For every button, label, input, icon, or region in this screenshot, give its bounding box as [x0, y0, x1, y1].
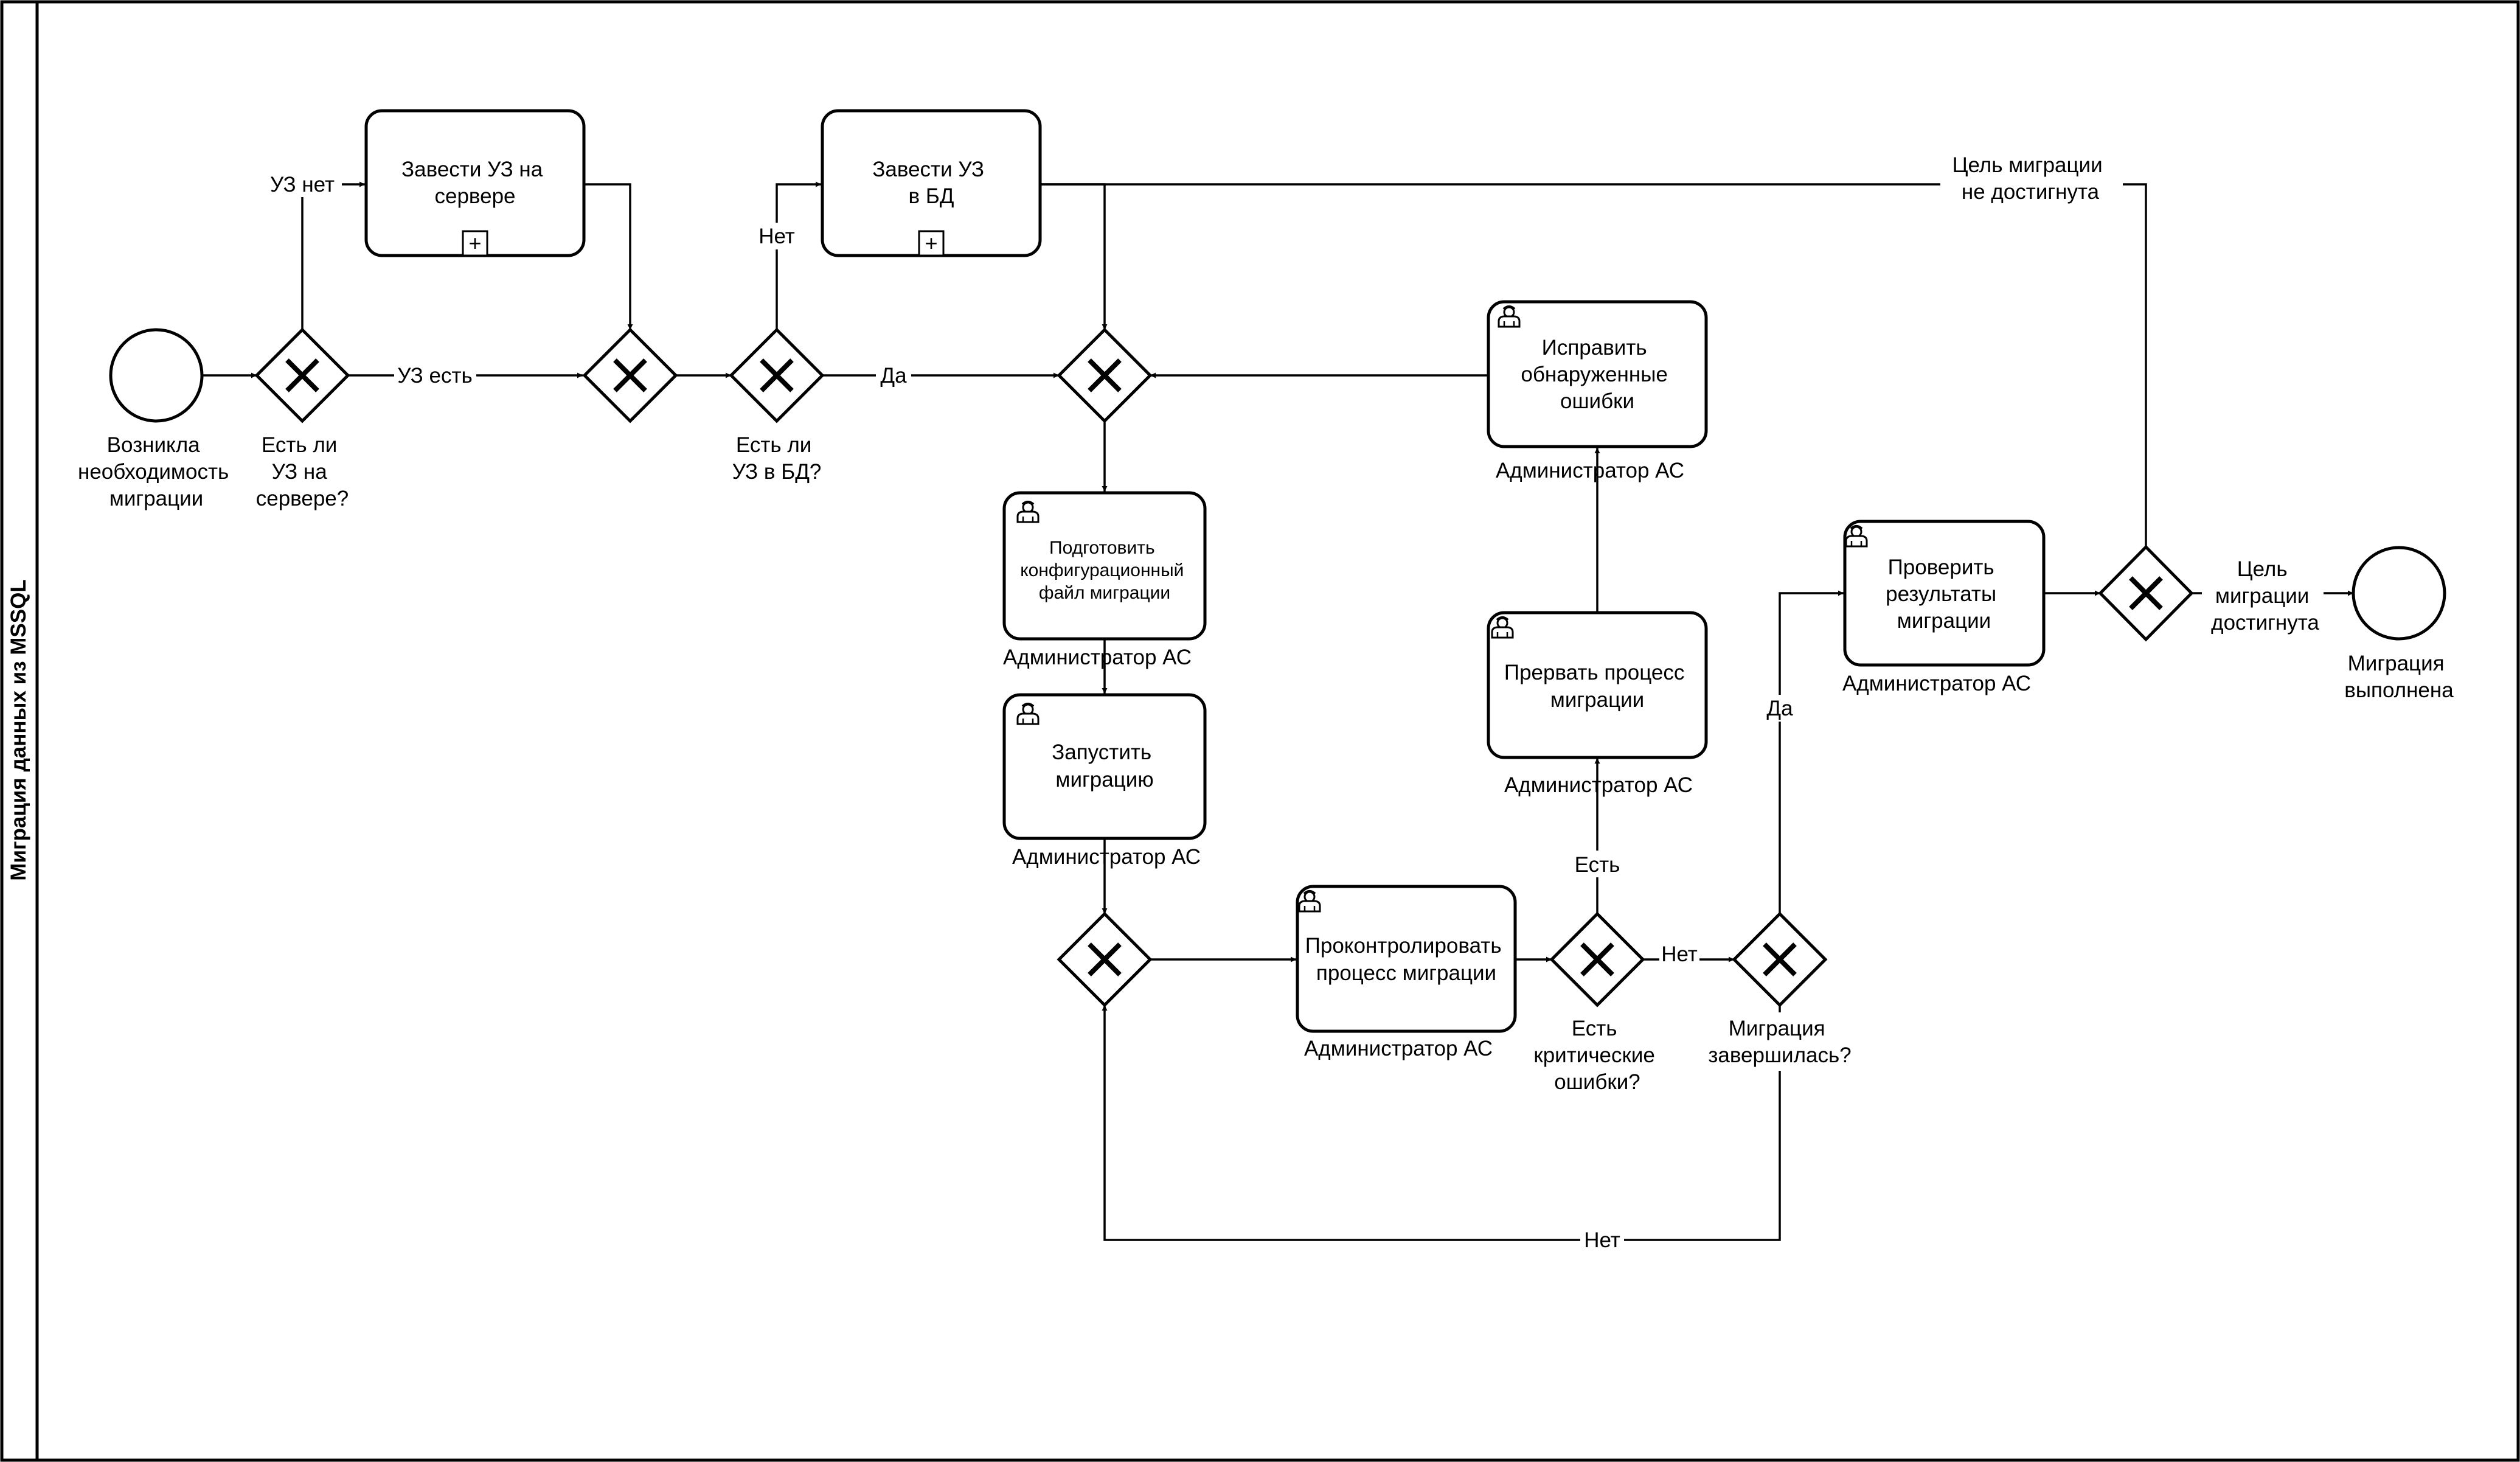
- exclusive-x-icon: [2129, 576, 2163, 610]
- task-prepare-config-label: Подготовить конфигурационный файл миграц…: [1020, 538, 1189, 603]
- flow-no-db-account: [776, 181, 821, 330]
- gateway-account-on-server-label: Есть ли УЗ на сервере?: [256, 433, 349, 510]
- subprocess-marker-plus: +: [925, 231, 937, 256]
- task-create-db-account: Завести УЗ в БД +: [821, 109, 1042, 257]
- flow-labels: УЗ нет УЗ есть Нет Да Цель миграции не д…: [263, 150, 2324, 1253]
- label-has-db-account: Да: [880, 364, 907, 388]
- task-abort-migration: Прервать процесс миграции Администратор …: [1487, 611, 1708, 797]
- flow-db-task-to-merge: [1041, 183, 1108, 330]
- exclusive-x-icon: [285, 358, 319, 392]
- task-start-migration: Запустить миграцию Администратор АС: [1002, 693, 1207, 869]
- flow-finished-no: [1102, 1005, 1781, 1241]
- task-box: [1296, 885, 1517, 1033]
- task-box: [1002, 693, 1207, 840]
- task-start-migration-label: Запустить миграцию: [1052, 740, 1158, 792]
- flow-no-server-account: [301, 181, 365, 330]
- gateway-account-on-server: Есть ли УЗ на сервере?: [254, 327, 350, 510]
- label-no-critical-errors: Нет: [1661, 942, 1698, 966]
- exclusive-x-icon: [1763, 942, 1797, 976]
- task-box: [1843, 520, 2046, 667]
- exclusive-x-icon: [1088, 942, 1122, 976]
- gateway-critical-errors: Есть критические ошибки?: [1533, 911, 1661, 1094]
- task-verify-results-role: Администратор АС: [1842, 672, 2031, 695]
- flow-finished-yes: [1779, 590, 1844, 914]
- gateway-migration-finished-label: Миграция завершилась?: [1708, 1017, 1851, 1067]
- flow-server-task-to-merge: [585, 183, 633, 330]
- gateway-account-in-db: Есть ли УЗ в БД?: [729, 327, 825, 484]
- label-finished-yes: Да: [1766, 697, 1793, 720]
- label-has-server-account: УЗ есть: [397, 364, 473, 388]
- task-create-server-account-label: Завести УЗ на сервере: [401, 158, 549, 208]
- task-box: [1487, 300, 1708, 448]
- task-abort-migration-role: Администратор АС: [1504, 773, 1693, 797]
- end-event-circle: [2352, 546, 2446, 641]
- start-event-circle: [109, 328, 204, 423]
- gateway-merge-monitor: [1057, 911, 1153, 1008]
- task-prepare-config: Подготовить конфигурационный файл миграц…: [1002, 491, 1207, 669]
- end-event: Миграция выполнена: [2344, 546, 2454, 702]
- gateway-merge-server: [582, 327, 678, 423]
- task-fix-errors-role: Администратор АС: [1496, 459, 1684, 482]
- task-verify-results: Проверить результаты миграции Администра…: [1842, 520, 2046, 695]
- task-abort-migration-label: Прервать процесс миграции: [1504, 661, 1690, 712]
- start-event-label: Возникла необходимость миграции: [78, 433, 235, 510]
- task-monitor-migration: Проконтролировать процесс миграции Админ…: [1296, 885, 1517, 1060]
- task-box: [1002, 491, 1207, 641]
- gateway-critical-errors-label: Есть критические ошибки?: [1533, 1017, 1661, 1094]
- end-event-label: Миграция выполнена: [2344, 652, 2454, 702]
- task-create-db-account-label: Завести УЗ в БД: [872, 158, 990, 208]
- label-errors-found: Есть: [1575, 853, 1620, 877]
- label-goal-not-reached: Цель миграции не достигнута: [1952, 153, 2109, 204]
- task-monitor-migration-label: Проконтролировать процесс миграции: [1305, 934, 1508, 985]
- label-no-db-account: Нет: [758, 225, 795, 248]
- exclusive-x-icon: [760, 358, 794, 392]
- task-monitor-migration-role: Администратор АС: [1304, 1037, 1493, 1060]
- exclusive-x-icon: [1088, 358, 1122, 392]
- label-goal-reached: Цель миграции достигнута: [2211, 557, 2319, 635]
- label-finished-no: Нет: [1584, 1228, 1620, 1252]
- exclusive-x-icon: [613, 358, 647, 392]
- gateway-goal-reached: [2098, 545, 2194, 642]
- subprocess-marker: [918, 230, 945, 257]
- flow-goal-not-reached: [1041, 183, 2147, 547]
- exclusive-x-icon: [1580, 942, 1614, 976]
- start-event: Возникла необходимость миграции: [78, 328, 235, 510]
- gateway-migration-finished: Миграция завершилась?: [1708, 911, 1852, 1071]
- task-fix-errors-label: Исправить обнаруженные ошибки: [1521, 336, 1673, 413]
- gateway-account-in-db-label: Есть ли УЗ в БД?: [732, 433, 822, 484]
- gateway-merge-main: [1057, 327, 1153, 423]
- task-fix-errors: Исправить обнаруженные ошибки Администра…: [1487, 300, 1708, 482]
- task-prepare-config-role: Администратор АС: [1003, 646, 1192, 669]
- subprocess-marker: [462, 230, 488, 257]
- label-no-server-account: УЗ нет: [270, 173, 335, 197]
- task-box: [1487, 611, 1708, 759]
- sequence-flows: [202, 181, 2353, 1241]
- task-create-server-account: Завести УЗ на сервере +: [364, 109, 586, 257]
- task-verify-results-label: Проверить результаты миграции: [1886, 555, 2002, 633]
- pool-title: Миграция данных из MSSQL: [7, 579, 30, 880]
- task-start-migration-role: Администратор АС: [1012, 845, 1201, 869]
- subprocess-marker-plus: +: [468, 231, 481, 256]
